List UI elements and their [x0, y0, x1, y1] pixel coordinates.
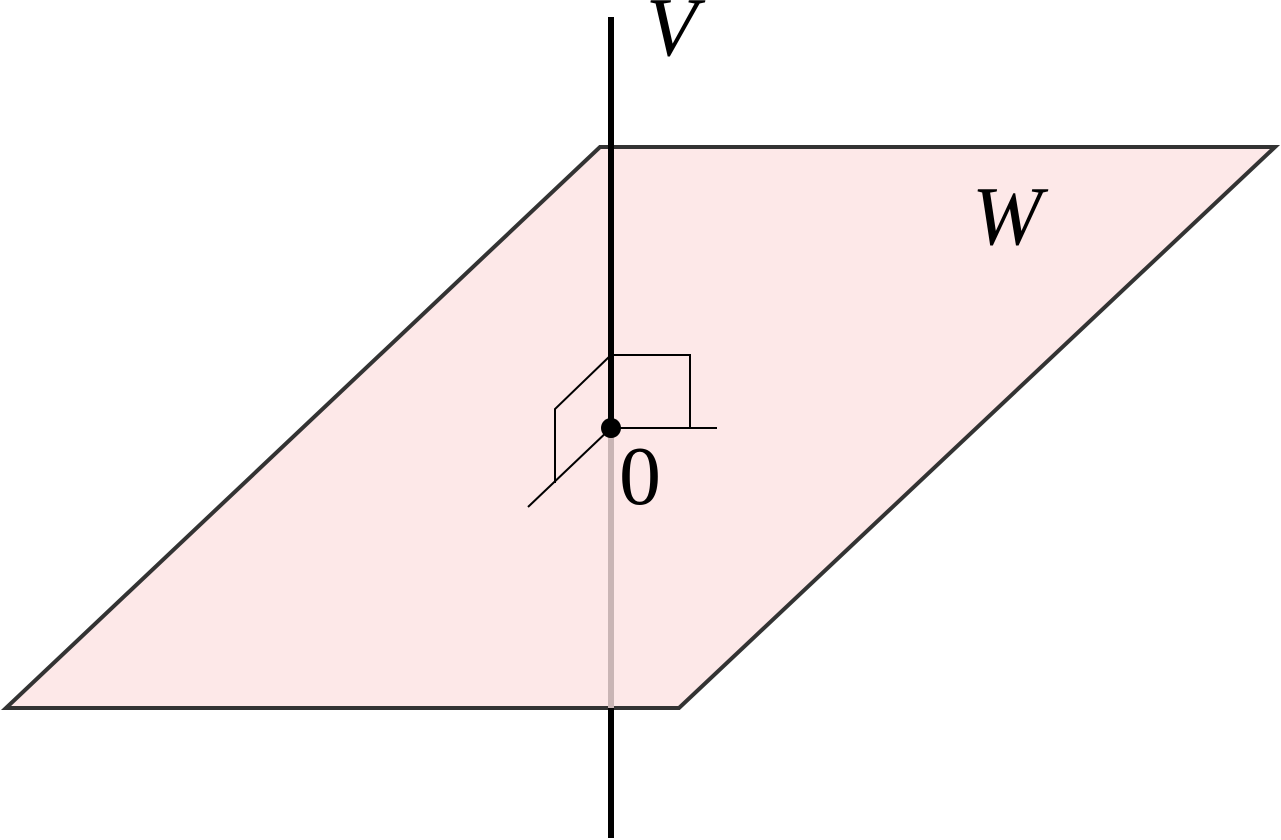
label-v: V: [646, 0, 706, 74]
origin-point: [601, 418, 621, 438]
plane-axis-diagonal: [527, 427, 612, 508]
right-angle-marks: [527, 354, 717, 508]
label-w: W: [972, 170, 1049, 263]
right-angle-mark-right: [611, 354, 691, 428]
label-origin: 0: [619, 430, 661, 523]
right-angle-mark-left: [554, 354, 612, 483]
